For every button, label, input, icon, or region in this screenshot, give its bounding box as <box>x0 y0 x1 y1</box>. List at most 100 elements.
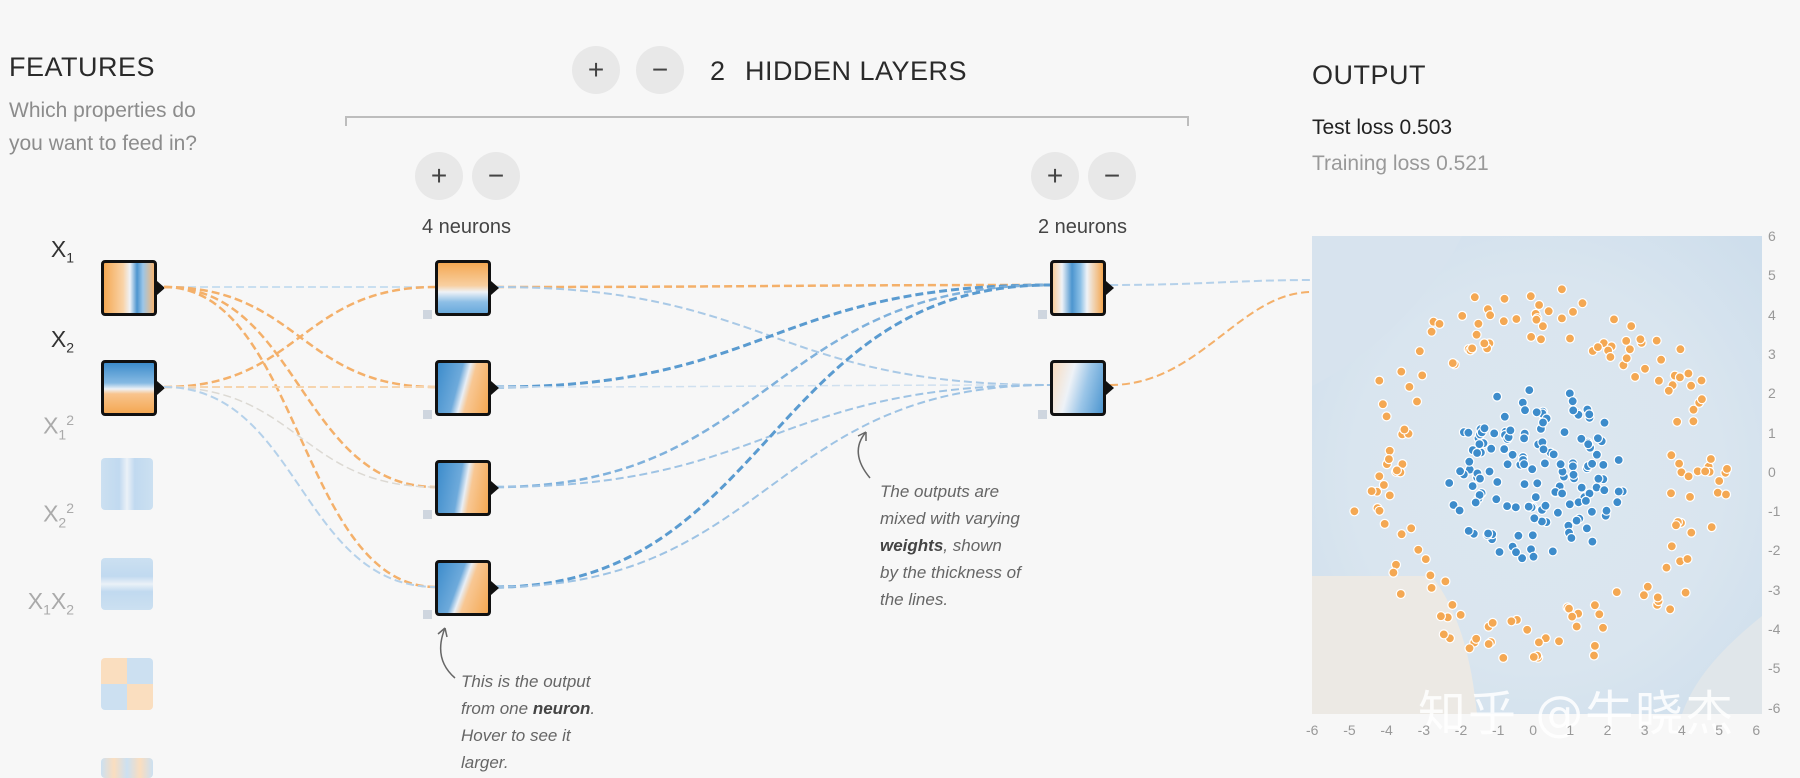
data-point <box>1519 479 1530 490</box>
feature-arrow-x2 <box>157 381 165 395</box>
data-point <box>1663 385 1674 396</box>
layer1-neuron-2-bias[interactable] <box>423 410 432 419</box>
y-tick: 5 <box>1768 267 1776 284</box>
data-point <box>1384 490 1395 501</box>
layer2-remove-neuron-button[interactable]: − <box>1088 152 1136 200</box>
data-point <box>1384 445 1395 456</box>
neuron-annotation-line2-post: . <box>590 699 596 718</box>
remove-layer-button[interactable]: − <box>636 46 684 94</box>
layer1-neurons-label: 4 neurons <box>422 216 511 238</box>
feature-node-x1-squared[interactable] <box>101 458 153 510</box>
data-point <box>1656 354 1667 365</box>
hidden-layers-label: HIDDEN LAYERS <box>745 56 968 86</box>
data-point <box>1434 318 1445 330</box>
data-point <box>1670 520 1682 531</box>
y-tick: 4 <box>1768 306 1776 323</box>
data-point <box>1588 650 1600 661</box>
feature-node-x2[interactable] <box>101 360 157 416</box>
layer1-neuron-4-bias[interactable] <box>423 610 432 619</box>
data-point <box>1374 375 1385 386</box>
data-point <box>1534 299 1545 311</box>
data-point <box>1374 471 1385 482</box>
layer1-add-neuron-button[interactable]: + <box>415 152 463 200</box>
output-heatmap[interactable] <box>1312 236 1762 714</box>
data-point <box>1499 411 1510 422</box>
feature-node-x1[interactable] <box>101 260 157 316</box>
data-point <box>1592 341 1603 353</box>
data-point <box>1528 551 1539 562</box>
layer2-neuron-2-bias[interactable] <box>1038 410 1047 419</box>
feature-label-x1-squared: X12 <box>43 412 74 443</box>
data-point <box>1483 528 1494 539</box>
heatmap-region-bottom-left <box>1312 576 1477 714</box>
data-point <box>1492 476 1503 488</box>
data-point <box>1467 343 1478 354</box>
feature-node-x1x2[interactable] <box>101 658 153 710</box>
y-tick: 3 <box>1768 345 1776 362</box>
layer1-remove-neuron-button[interactable]: − <box>472 152 520 200</box>
layer2-neuron-1-bias[interactable] <box>1038 310 1047 319</box>
data-point <box>1519 459 1530 470</box>
layer2-add-neuron-button[interactable]: + <box>1031 152 1079 200</box>
data-point <box>1464 456 1475 467</box>
data-point <box>1377 399 1389 410</box>
data-point <box>1587 458 1598 469</box>
data-point <box>1564 333 1576 344</box>
data-point <box>1714 475 1725 487</box>
heatmap-region-top-left <box>1312 236 1462 386</box>
data-point <box>1683 368 1694 379</box>
neuron-annotation-line2: from one neuron. <box>461 695 595 722</box>
layer1-neuron-3-bias[interactable] <box>423 510 432 519</box>
data-point <box>1611 587 1622 598</box>
data-point <box>1399 424 1410 435</box>
layer2-neuron-1-arrow <box>1106 281 1114 295</box>
hidden-layers-count: 2 <box>710 56 726 86</box>
data-point <box>1522 624 1533 635</box>
data-point <box>1580 495 1591 506</box>
layer1-neuron-2[interactable] <box>435 360 491 416</box>
data-point <box>1525 291 1536 302</box>
data-point <box>1474 439 1485 450</box>
test-loss: Test loss 0.503 <box>1312 116 1453 139</box>
feature-node-x2-squared[interactable] <box>101 558 153 610</box>
data-point <box>1535 334 1547 345</box>
x-tick: 0 <box>1529 722 1537 738</box>
weights-annotation-line5: the lines. <box>880 590 949 609</box>
data-point <box>1720 489 1732 500</box>
data-point <box>1489 428 1500 439</box>
layer2-neuron-1[interactable] <box>1050 260 1106 316</box>
data-point <box>1396 529 1407 540</box>
layer1-neuron-1[interactable] <box>435 260 491 316</box>
data-point <box>1533 637 1544 648</box>
data-point <box>1665 604 1676 615</box>
layer1-neuron-3[interactable] <box>435 460 491 516</box>
feature-node-sin-x1[interactable] <box>101 758 153 778</box>
link-h1d-h2a <box>495 283 1051 589</box>
data-point <box>1630 371 1641 382</box>
data-point <box>1528 651 1539 663</box>
neuron-annotation-line4: larger. <box>461 753 509 772</box>
add-layer-button[interactable]: + <box>572 46 620 94</box>
layer1-neuron-4[interactable] <box>435 560 491 616</box>
layer1-neuron-1-bias[interactable] <box>423 310 432 319</box>
features-title: FEATURES <box>9 52 156 82</box>
data-point <box>1700 466 1711 477</box>
data-point <box>1425 570 1436 581</box>
data-point <box>1584 409 1595 420</box>
data-point <box>1404 381 1415 392</box>
data-point <box>1413 544 1424 555</box>
data-point <box>1438 629 1449 640</box>
layer2-neuron-2[interactable] <box>1050 360 1106 416</box>
data-point <box>1531 407 1542 418</box>
data-point <box>1642 581 1653 592</box>
data-point <box>1621 353 1632 364</box>
data-point <box>1706 522 1717 533</box>
data-point <box>1594 609 1605 620</box>
link-h1c-h2a <box>495 283 1051 489</box>
neuron-annotation-bold: neuron <box>532 699 591 718</box>
x-tick: -1 <box>1492 722 1505 738</box>
data-point <box>1599 417 1610 428</box>
neuron-annotation-arrow <box>439 627 456 679</box>
data-point <box>1548 449 1559 460</box>
data-point <box>1510 547 1522 558</box>
